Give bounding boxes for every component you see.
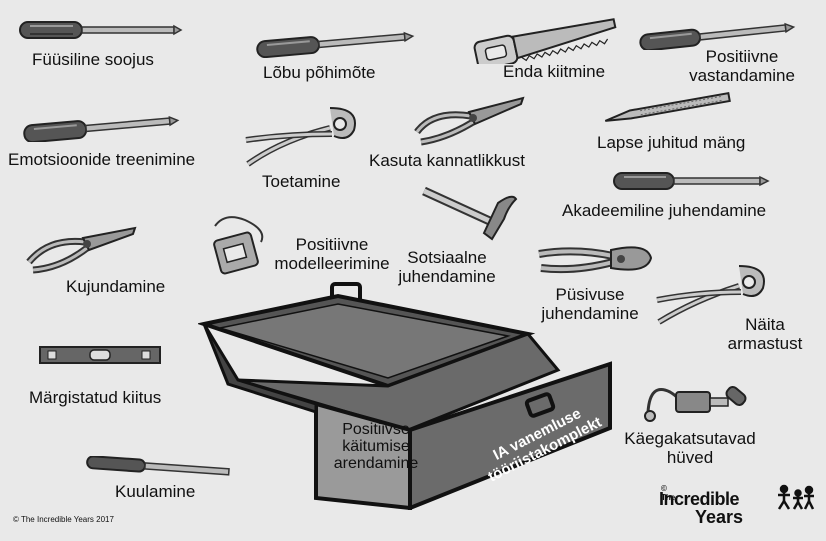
spirit-level-icon <box>38 344 163 366</box>
pliers-icon <box>413 92 528 147</box>
label-kaegakatsutavad-huved: Käegakatsutavad hüved <box>610 429 770 467</box>
label-lobu-pohimote: Lõbu põhimõte <box>263 63 376 82</box>
label-line: Positiivse <box>342 421 410 438</box>
label-line: Käegakatsutavad <box>624 429 756 448</box>
label-line: juhendamine <box>398 267 496 286</box>
hand-drill-icon <box>640 372 750 424</box>
label-margistatud-kiitus: Märgistatud kiitus <box>29 388 162 407</box>
copyright-notice: © The Incredible Years 2017 <box>13 515 114 524</box>
pincers-icon <box>242 100 362 168</box>
label-fuusiline-soojus: Füüsiline soojus <box>32 50 154 69</box>
logo-line1: Incredible <box>659 489 740 509</box>
label-enda-kiitmine: Enda kiitmine <box>503 62 606 81</box>
toolbox-front-label: Positiivse käitumise arendamine <box>330 421 422 472</box>
label-line: hüved <box>666 448 714 467</box>
label-line: käitumise <box>342 438 410 455</box>
logo-the: © The <box>661 484 676 502</box>
screwdriver-icon <box>612 168 772 194</box>
label-akadeemiline-juhendamine: Akadeemiline juhendamine <box>562 201 767 220</box>
label-naita-armastust: Näita armastust <box>720 315 810 353</box>
screwdriver-icon <box>18 16 183 44</box>
logo-line2: Years <box>695 507 744 527</box>
label-positiivne-modelleerimine: Positiivne modelleerimine <box>272 235 392 273</box>
label-sotsiaalne-juhendamine: Sotsiaalne juhendamine <box>398 248 496 286</box>
label-line: Positiivne <box>705 47 779 66</box>
label-line: Positiivne <box>295 235 369 254</box>
label-kujundamine: Kujundamine <box>66 277 166 296</box>
pliers-icon <box>25 222 140 274</box>
chisel-icon <box>85 456 235 478</box>
slip-joint-pliers-icon <box>535 238 655 280</box>
screwdriver-icon <box>22 112 182 142</box>
label-line: armastust <box>727 334 803 353</box>
stick-figures-icon <box>776 484 816 510</box>
file-icon <box>600 90 735 126</box>
label-line: Näita <box>745 315 785 334</box>
label-line: arendamine <box>333 455 419 472</box>
label-line: juhendamine <box>541 304 639 323</box>
label-line: Sotsiaalne <box>407 248 487 267</box>
screwdriver-icon <box>638 20 798 50</box>
label-pusivuse-juhendamine: Püsivuse juhendamine <box>535 285 645 323</box>
screwdriver-icon <box>255 28 415 58</box>
tape-measure-icon <box>205 212 275 276</box>
label-toetamine: Toetamine <box>262 172 341 191</box>
label-line: modelleerimine <box>274 254 390 273</box>
hammer-icon <box>420 185 520 241</box>
label-line: Püsivuse <box>555 285 625 304</box>
label-line: vastandamine <box>689 66 795 85</box>
label-positiivne-vastandamine: Positiivne vastandamine <box>682 47 802 85</box>
label-kuulamine: Kuulamine <box>115 482 196 501</box>
label-lapse-juhitud-mang: Lapse juhitud mäng <box>597 133 746 152</box>
saw-icon <box>470 12 620 64</box>
pincers-icon <box>655 260 770 326</box>
label-emotsioonide-treenimine: Emotsioonide treenimine <box>8 150 196 169</box>
toolbox <box>198 280 628 510</box>
label-kasuta-kannatlikkust: Kasuta kannatlikkust <box>369 151 525 170</box>
